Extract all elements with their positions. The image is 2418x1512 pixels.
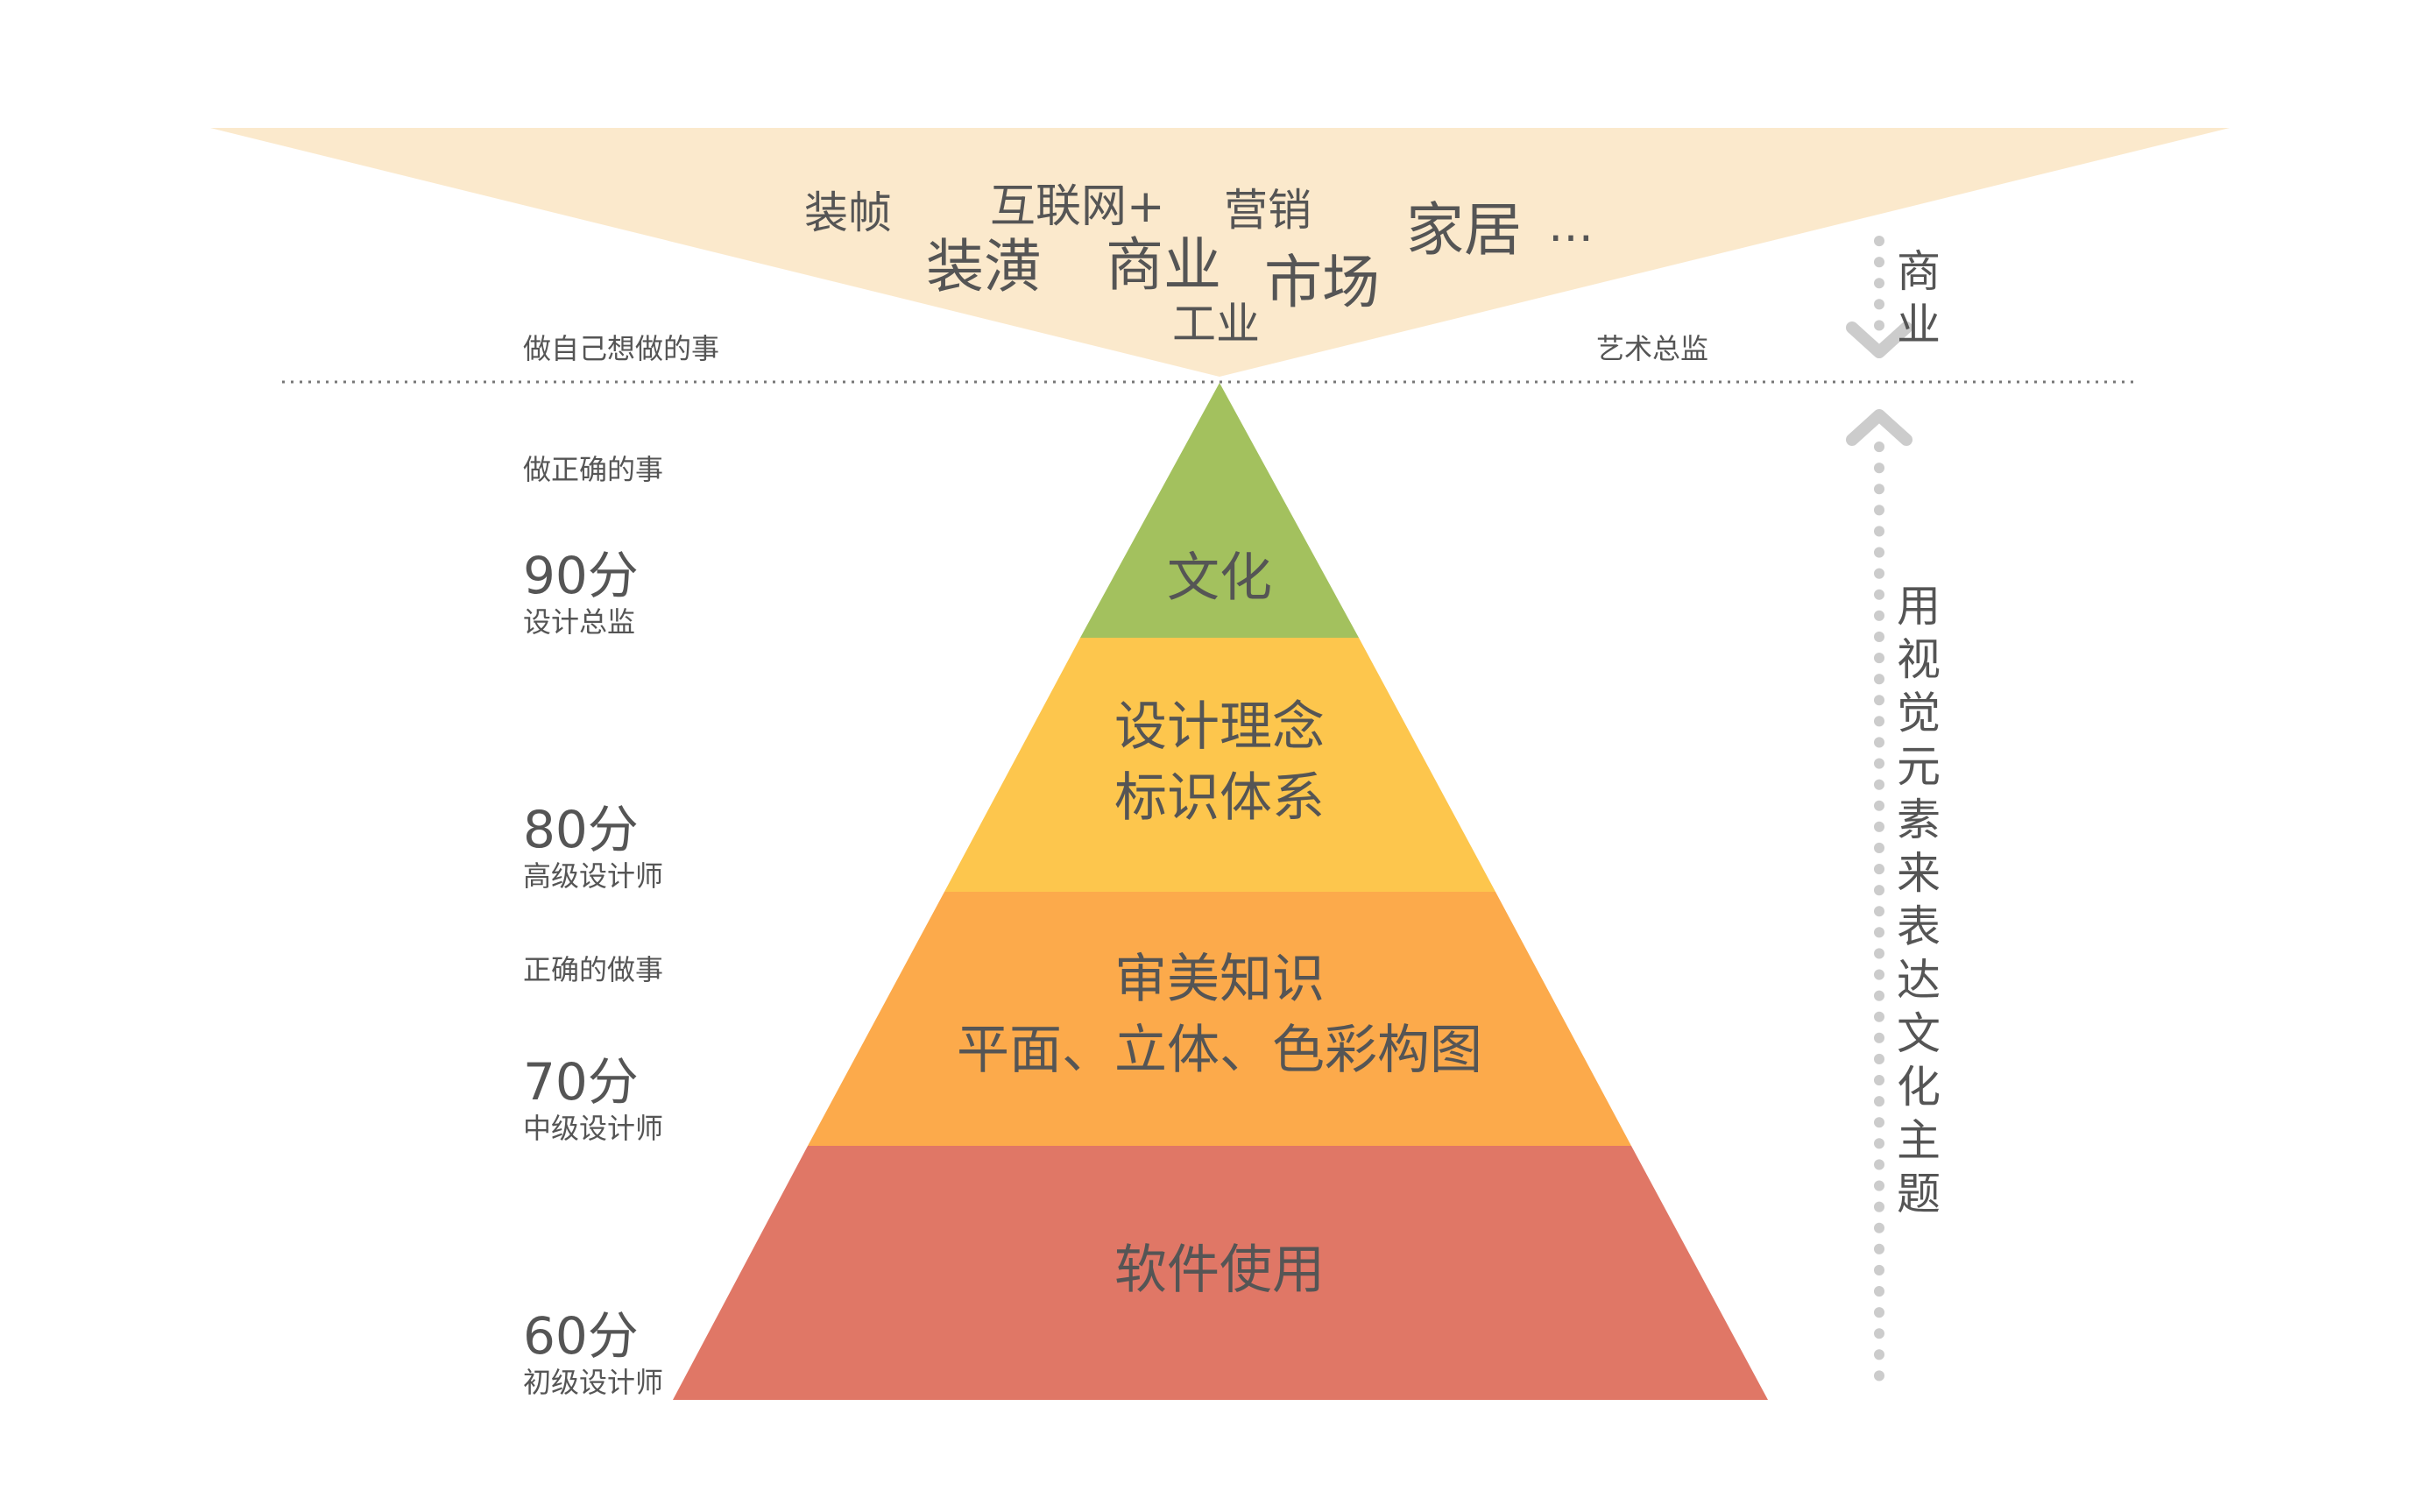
score-60: 60分: [523, 1306, 639, 1366]
score-70: 70分: [523, 1052, 639, 1112]
commerce-funnel: [210, 128, 2230, 377]
tier-concept-line1: 设计理念: [1114, 696, 1325, 758]
tier-concept-label: 设计理念 标识体系: [957, 692, 1482, 834]
tier-concept-line2: 标识体系: [1114, 767, 1325, 829]
label-art-director: 艺术总监: [1596, 332, 1709, 365]
tier-aesthetic-line1: 审美知识: [1114, 949, 1325, 1010]
chevron-up-icon: [1846, 409, 1912, 446]
label-do-what-you-want: 做自己想做的事: [523, 332, 720, 365]
score-80: 80分: [523, 800, 639, 859]
level-senior-designer: 高级设计师: [523, 859, 664, 893]
tier-software-label: 软件使用: [957, 1235, 1482, 1306]
keyword-jiaju: 家居: [1406, 196, 1522, 264]
keyword-shangye: 商业: [1106, 231, 1221, 299]
keyword-zhuangzhen: 装帧: [804, 187, 892, 238]
keyword-yingxiao: 营销: [1224, 185, 1312, 236]
tier-aesthetic: [808, 892, 1631, 1146]
level-design-director: 设计总监: [523, 605, 636, 639]
chevron-down-icon: [1846, 321, 1912, 358]
tier-aesthetic-line2: 平面、立体、色彩构图: [957, 1020, 1482, 1081]
level-mid-designer: 中级设计师: [523, 1112, 664, 1145]
tier-concept: [944, 638, 1495, 892]
tier-software: [673, 1146, 1768, 1400]
keyword-hulianwang: 互联网+: [990, 180, 1165, 233]
tier-software-line1: 软件使用: [1114, 1240, 1325, 1301]
label-do-things-right: 正确的做事: [523, 953, 664, 986]
tier-culture: [1080, 383, 1359, 638]
tier-culture-label: 文化: [1044, 543, 1395, 614]
label-culture-vertical: 用视觉元素来表达文化主题: [1897, 581, 1941, 1219]
tier-aesthetic-label: 审美知识 平面、立体、色彩构图: [869, 944, 1570, 1086]
score-90: 90分: [523, 546, 639, 605]
label-commerce-vertical: 商业: [1897, 246, 1941, 350]
keyword-zhuanghuang: 装潢: [926, 233, 1042, 300]
level-junior-designer: 初级设计师: [523, 1366, 664, 1399]
keyword-gongye: 工业: [1172, 299, 1260, 350]
label-do-right-things: 做正确的事: [523, 453, 664, 486]
keyword-shichang: 市场: [1264, 249, 1380, 316]
tier-culture-line1: 文化: [1167, 548, 1272, 609]
keyword-ellipsis: …: [1548, 200, 1594, 252]
